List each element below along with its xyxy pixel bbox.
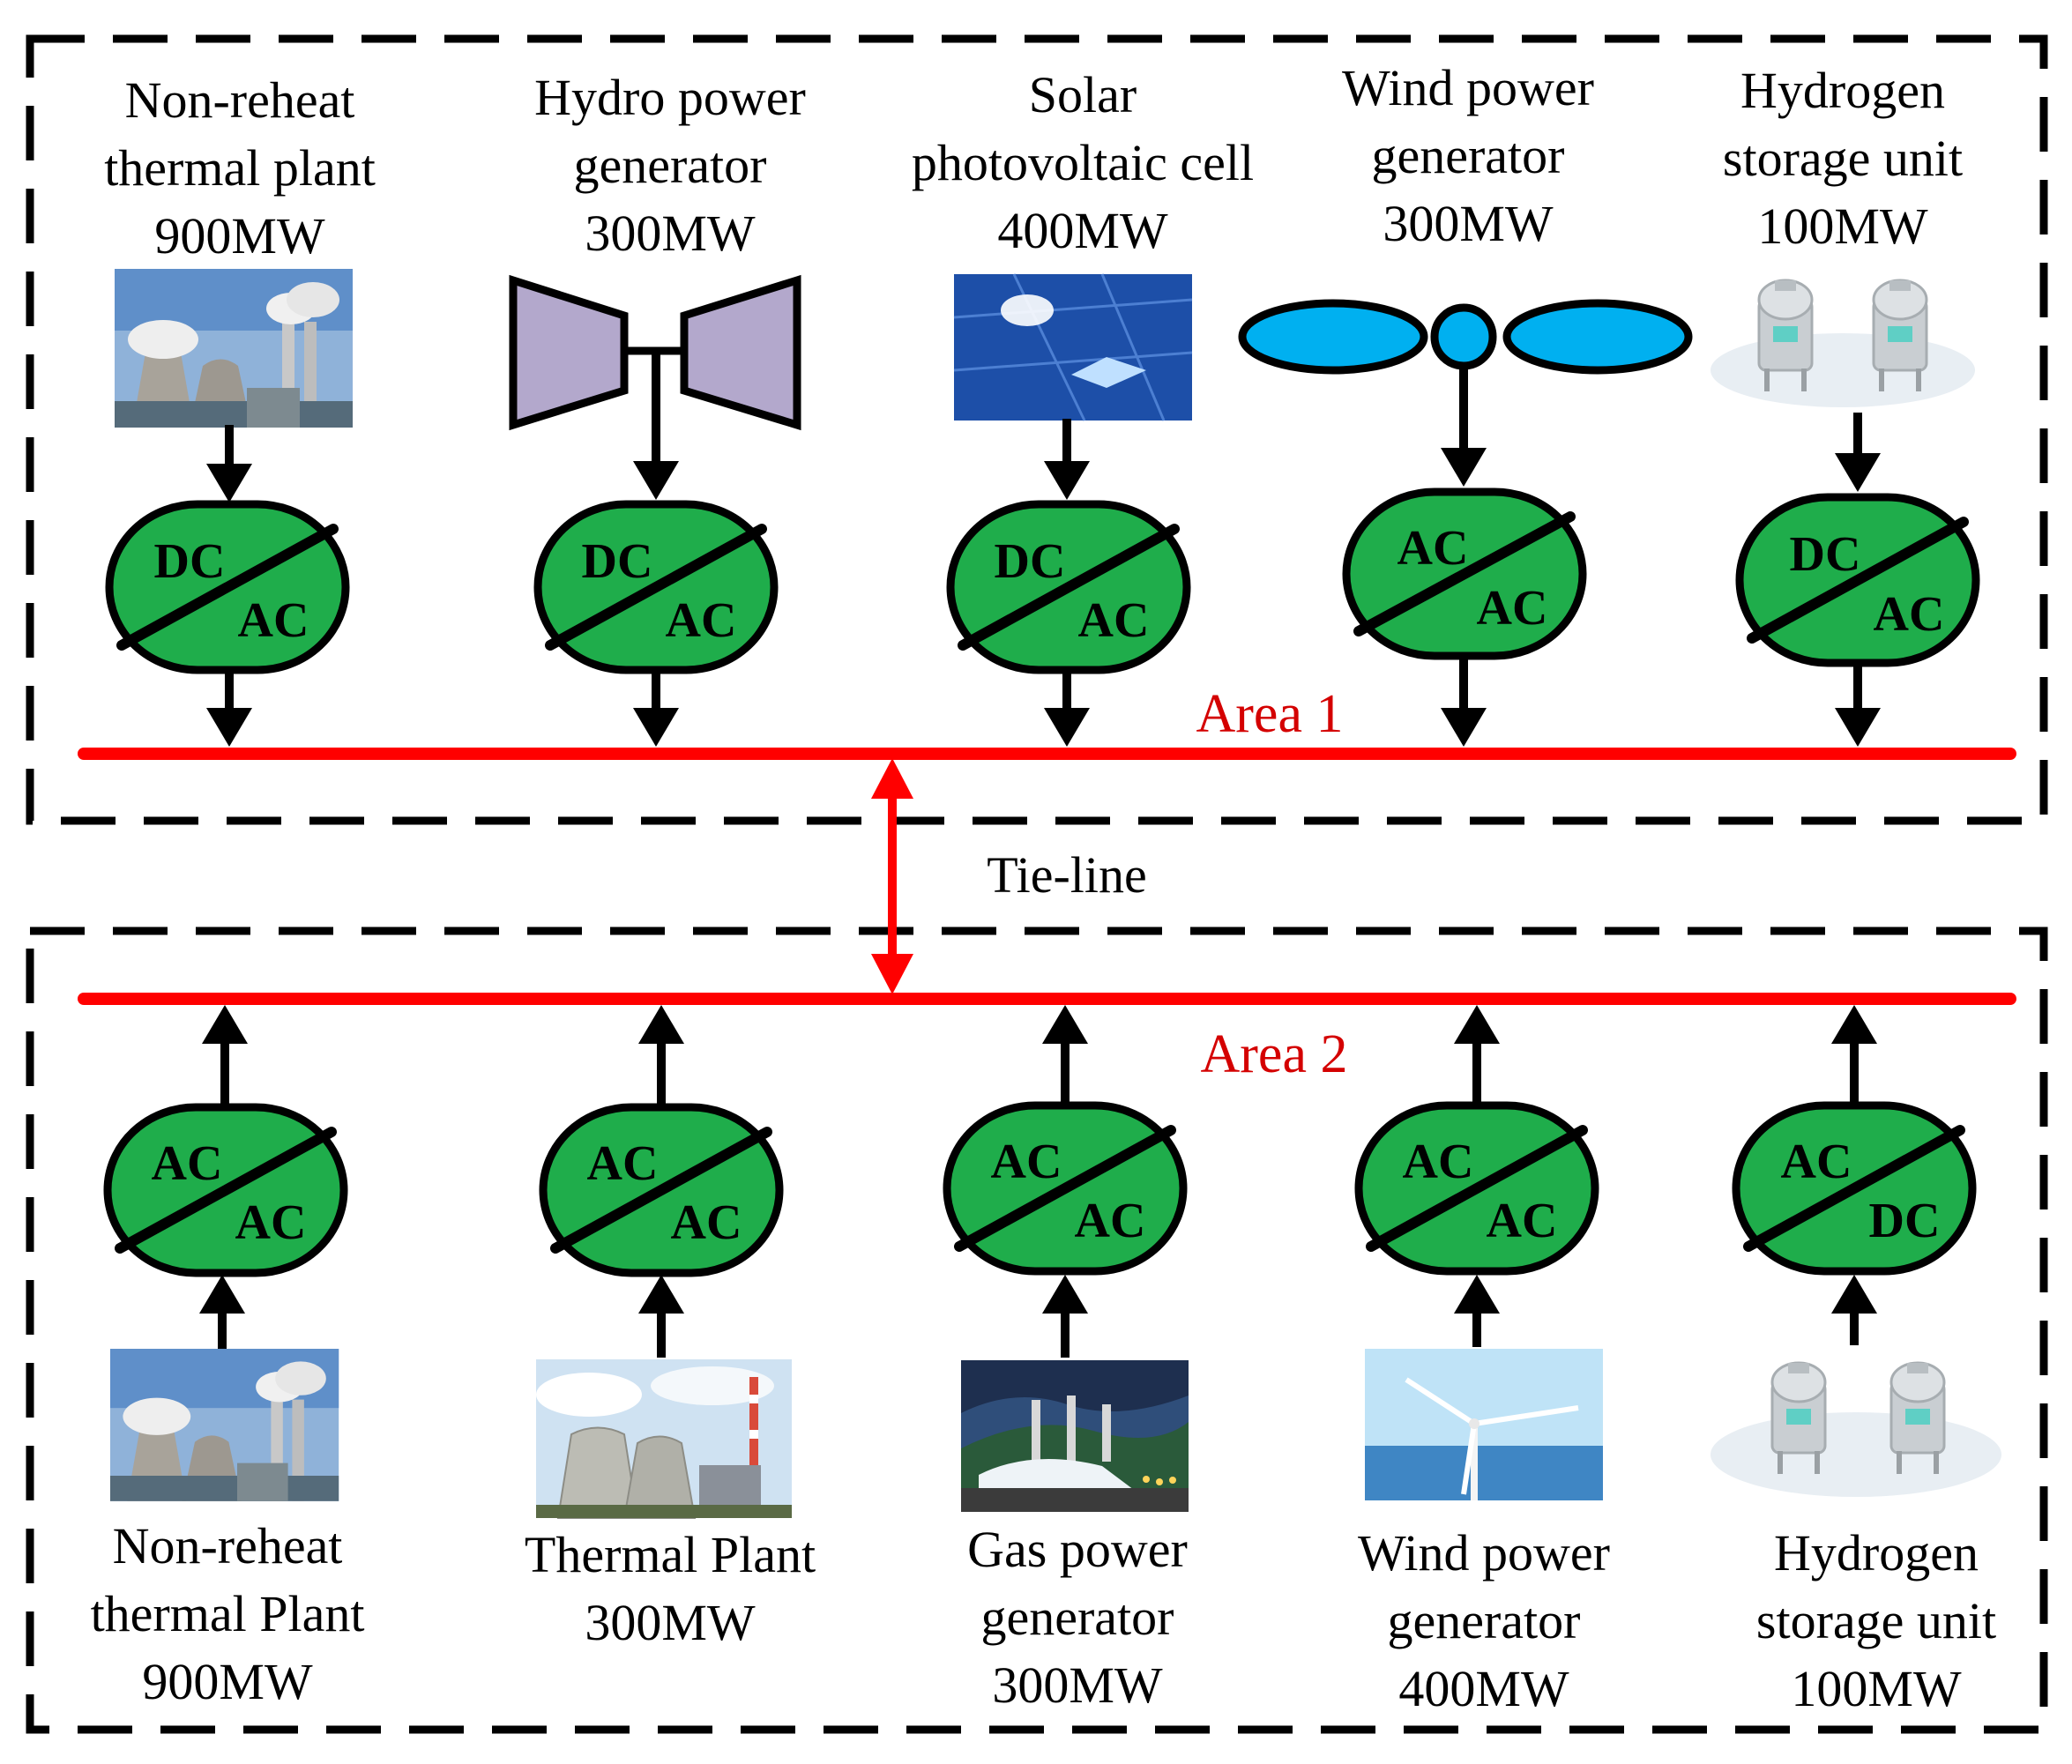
area2-unit-thermal-plant: Thermal Plant 300MW [525, 1358, 816, 1651]
converter-output: AC [235, 1195, 307, 1250]
area1-converter-4: AC AC [1342, 488, 1587, 660]
unit-label: generator [574, 137, 767, 194]
unit-label: generator [1372, 127, 1565, 184]
unit-label: generator [981, 1589, 1174, 1646]
area1-unit-wind: Wind power generator 300MW [1238, 59, 1693, 375]
unit-label: Hydro power [534, 69, 806, 126]
unit-label: Thermal Plant [525, 1526, 816, 1583]
area1-converter-5: DC AC [1735, 493, 1980, 667]
area2-output-arrows [202, 1005, 1877, 1109]
solar-panel-photo [953, 273, 1193, 421]
converter-input: AC [587, 1136, 659, 1191]
converter-output: AC [1075, 1194, 1146, 1248]
area1-unit-hydro: Hydro power generator 300MW [509, 69, 806, 431]
area2-converter-1: AC AC [103, 1103, 348, 1277]
converter-input: AC [991, 1135, 1062, 1189]
area2-label: Area 2 [1201, 1024, 1348, 1084]
area1-unit-solar: Solar photovoltaic cell 400MW [912, 66, 1254, 421]
unit-label: Wind power [1358, 1524, 1610, 1582]
hydrogen-tanks-icon [1711, 279, 1975, 407]
unit-label: Solar [1029, 66, 1137, 123]
thermal-plant-photo [115, 269, 353, 428]
thermal-plant-photo [110, 1349, 339, 1501]
converter-output: AC [238, 593, 309, 648]
converter-input: AC [1397, 521, 1469, 576]
converter-output: DC [1869, 1194, 1941, 1248]
area1-output-arrows [206, 652, 1881, 747]
area1-input-arrows [206, 354, 1881, 502]
converter-input: DC [995, 534, 1066, 589]
area1-unit-hydrogen: Hydrogen storage unit 100MW [1711, 62, 1975, 407]
area2-unit-nonreheat-thermal: Non-reheat thermal Plant 900MW [91, 1349, 365, 1710]
area1-label: Area 1 [1196, 684, 1344, 744]
wind-turbine-photo [1365, 1349, 1603, 1500]
area2-converter-2: AC AC [539, 1103, 784, 1277]
unit-label: thermal plant [104, 139, 376, 197]
wind-turbine-icon [1238, 299, 1693, 375]
area2-boundary [26, 927, 2048, 1734]
converter-output: AC [666, 593, 737, 648]
area2-unit-gas: Gas power generator 300MW [961, 1360, 1189, 1714]
area1-converter-3: DC AC [946, 500, 1191, 674]
gas-plant-photo [961, 1360, 1189, 1512]
tie-line-arrow [871, 758, 913, 994]
converter-input: DC [154, 534, 226, 589]
unit-capacity: 300MW [585, 205, 756, 262]
converter-input: AC [1781, 1135, 1852, 1189]
unit-label: Hydrogen [1774, 1524, 1979, 1582]
unit-label: storage unit [1756, 1592, 1996, 1649]
area1-boundary [26, 34, 2048, 825]
unit-capacity: 400MW [1398, 1660, 1569, 1717]
unit-label: Non-reheat [125, 71, 355, 129]
area1-unit-nonreheat-thermal: Non-reheat thermal plant 900MW [104, 71, 376, 428]
converter-output: AC [1078, 593, 1150, 648]
converter-input: AC [1403, 1135, 1474, 1189]
unit-capacity: 300MW [585, 1594, 756, 1651]
area1-converter-1: DC AC [105, 500, 350, 674]
unit-label: Hydrogen [1740, 62, 1945, 119]
unit-capacity: 100MW [1757, 197, 1928, 255]
hydro-turbine-icon [509, 274, 801, 431]
converter-output: AC [1874, 587, 1945, 642]
unit-label: photovoltaic cell [912, 134, 1254, 191]
converter-input: DC [582, 534, 653, 589]
unit-capacity: 300MW [1383, 195, 1554, 252]
cooling-towers-photo [535, 1358, 793, 1519]
area2-unit-wind: Wind power generator 400MW [1358, 1349, 1610, 1717]
hydrogen-tanks-icon [1711, 1361, 2001, 1497]
converter-output: AC [1477, 581, 1548, 636]
unit-capacity: 300MW [992, 1656, 1163, 1714]
area1-converter-2: DC AC [533, 500, 779, 674]
unit-label: Gas power [967, 1521, 1188, 1578]
converter-output: AC [671, 1195, 742, 1250]
area2-input-arrows [199, 1275, 1877, 1358]
unit-label: storage unit [1723, 130, 1963, 187]
unit-label: thermal Plant [91, 1585, 365, 1642]
converter-input: DC [1790, 527, 1861, 582]
unit-label: Wind power [1342, 59, 1594, 116]
unit-label: Non-reheat [113, 1517, 343, 1574]
unit-label: generator [1388, 1592, 1581, 1649]
tie-line-label: Tie-line [987, 846, 1147, 904]
area2-converter-5: AC DC [1732, 1101, 1977, 1276]
converter-output: AC [1487, 1194, 1558, 1248]
unit-capacity: 400MW [997, 202, 1168, 259]
converter-input: AC [152, 1136, 223, 1191]
area2-converter-3: AC AC [943, 1101, 1188, 1276]
area2-unit-hydrogen: Hydrogen storage unit 100MW [1711, 1361, 2001, 1717]
unit-capacity: 900MW [154, 207, 325, 264]
unit-capacity: 100MW [1791, 1660, 1962, 1717]
area2-converter-4: AC AC [1354, 1101, 1599, 1276]
unit-capacity: 900MW [142, 1653, 313, 1710]
